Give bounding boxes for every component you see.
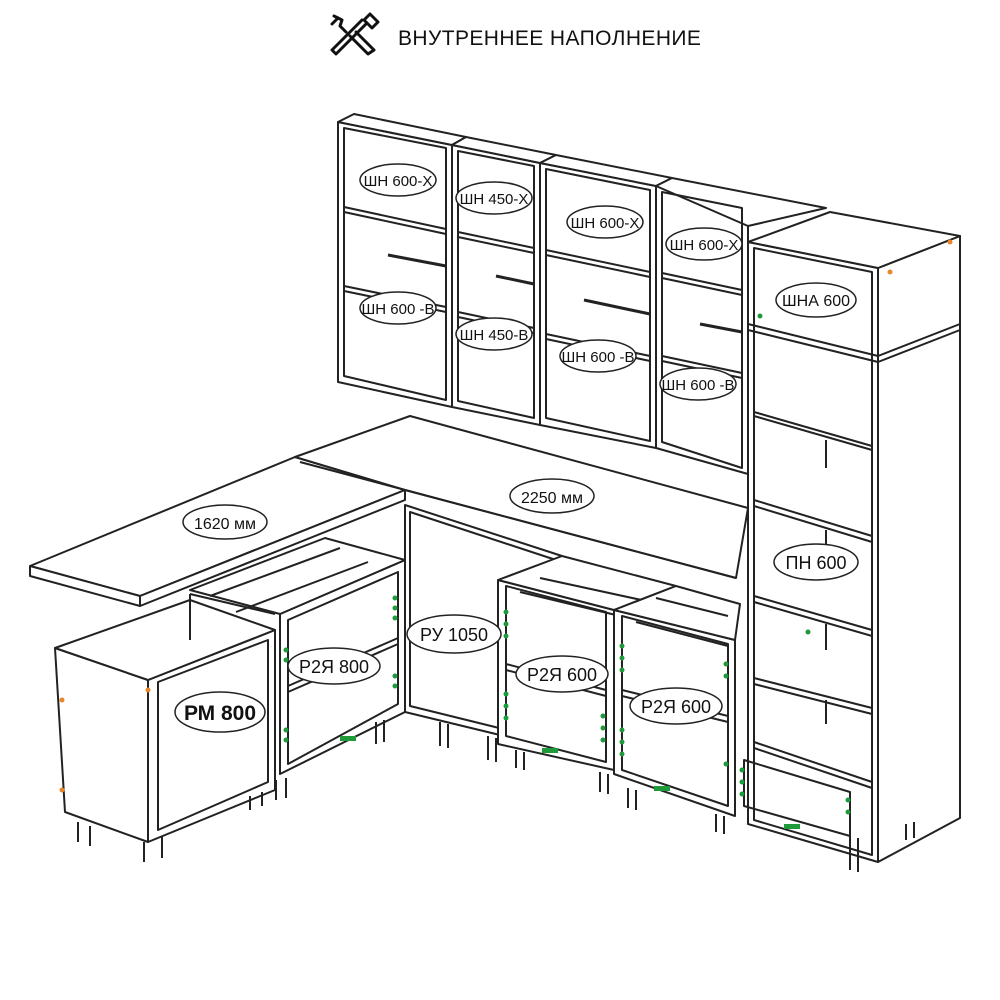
hinges	[59, 239, 953, 793]
svg-text:ШН 600 -В: ШН 600 -В	[362, 301, 435, 318]
svg-text:ШН 600 -В: ШН 600 -В	[662, 377, 735, 394]
svg-text:ШН 600-Х: ШН 600-Х	[364, 173, 433, 190]
labels: ШН 600-Х ШН 600 -В ШН 450-Х ШН 450-В ШН …	[174, 163, 859, 733]
fittings	[283, 313, 851, 829]
tools-icon	[330, 12, 380, 56]
label-wall-3-bottom: ШН 600 -В	[559, 339, 637, 373]
label-worktop-right: 2250 мм	[509, 478, 595, 514]
svg-text:Р2Я 800: Р2Я 800	[299, 657, 369, 677]
label-base-corner: РМ 800	[174, 691, 266, 733]
svg-text:РМ 800: РМ 800	[184, 702, 256, 725]
svg-text:ШН 600 -В: ШН 600 -В	[562, 349, 635, 366]
label-wall-2-top: ШН 450-Х	[455, 181, 533, 215]
header-title: ВНУТРЕННЕЕ НАПОЛНЕНИЕ	[398, 27, 702, 50]
svg-text:ШН 450-В: ШН 450-В	[460, 327, 529, 344]
label-wall-2-bottom: ШН 450-В	[455, 317, 533, 351]
wall-cabinet-1	[337, 113, 467, 408]
wall-cabinet-3	[539, 154, 673, 449]
label-wall-1-bottom: ШН 600 -В	[359, 291, 437, 325]
svg-text:ШН 600-Х: ШН 600-Х	[670, 237, 739, 254]
label-base-drawers-600-b: Р2Я 600	[629, 687, 723, 725]
svg-text:Р2Я 600: Р2Я 600	[641, 697, 711, 717]
label-worktop-left: 1620 мм	[182, 504, 268, 540]
label-tall-top: ШНА 600	[775, 282, 857, 318]
svg-text:Р2Я 600: Р2Я 600	[527, 665, 597, 685]
svg-text:ШН 600-Х: ШН 600-Х	[571, 215, 640, 232]
label-wall-4-top: ШН 600-Х	[665, 227, 743, 261]
label-wall-4-bottom: ШН 600 -В	[659, 367, 737, 401]
page-header: ВНУТРЕННЕЕ НАПОЛНЕНИЕ	[0, 10, 1000, 58]
label-base-corner-shelf: РУ 1050	[406, 614, 502, 654]
label-base-drawers-600-a: Р2Я 600	[515, 655, 609, 693]
label-base-drawers-800: Р2Я 800	[287, 647, 381, 685]
label-wall-1-top: ШН 600-Х	[359, 163, 437, 197]
tall-cabinet	[743, 211, 961, 872]
svg-text:ПН 600: ПН 600	[786, 553, 847, 573]
svg-text:ШН 450-Х: ШН 450-Х	[460, 191, 529, 208]
label-tall-body: ПН 600	[773, 543, 859, 581]
svg-text:РУ 1050: РУ 1050	[420, 625, 488, 645]
base-corner-cabinet	[54, 593, 276, 862]
label-wall-3-top: ШН 600-Х	[566, 205, 644, 239]
svg-text:2250 мм: 2250 мм	[521, 490, 583, 507]
svg-text:ШНА 600: ШНА 600	[782, 293, 850, 310]
wall-cabinet-2	[451, 136, 557, 426]
svg-text:1620 мм: 1620 мм	[194, 516, 256, 533]
